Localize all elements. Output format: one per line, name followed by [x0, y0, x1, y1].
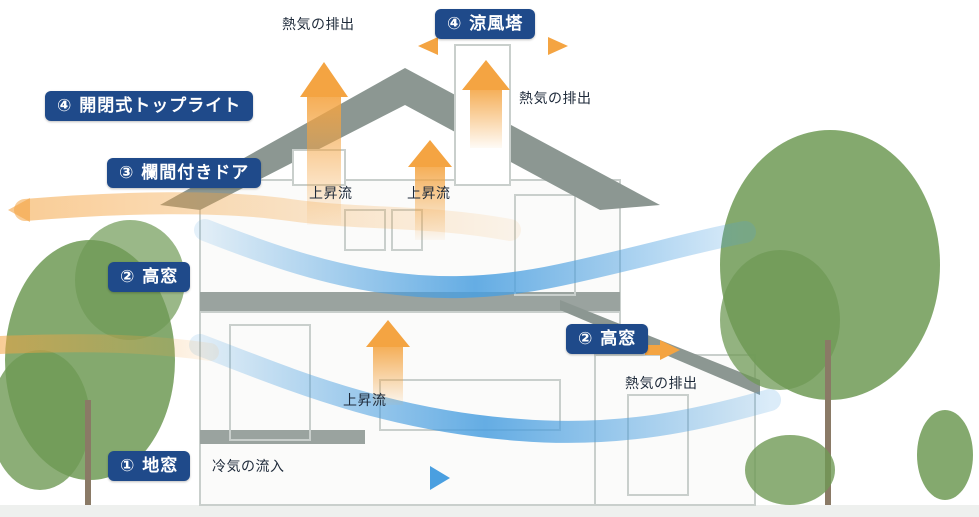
badge-transom-door: ③ 欄間付きドア — [107, 158, 262, 188]
heat-exhaust-label-right: 熱気の排出 — [625, 376, 698, 392]
high-window-right-arrow-tail — [645, 345, 661, 355]
badge-ground-window: ① 地窓 — [108, 451, 191, 481]
badge-high-window-right: ② 高窓 — [566, 324, 649, 354]
tower-left-arrow — [418, 37, 438, 55]
badge-high-window-left: ② 高窓 — [108, 262, 191, 292]
heat-exhaust-label-tower: 熱気の排出 — [519, 91, 592, 107]
updraft-label-lower: 上昇流 — [343, 393, 387, 409]
cool-air-inflow-label: 冷気の流入 — [212, 459, 285, 475]
cool-air-arrowhead — [430, 466, 450, 490]
heat-exhaust-label-top: 熱気の排出 — [282, 17, 355, 33]
high-window-right-arrow — [660, 340, 680, 360]
updraft-label-left: 上昇流 — [309, 186, 353, 202]
badge-openable-toplight: ④ 開閉式トップライト — [45, 91, 254, 121]
ground — [0, 505, 979, 517]
updraft-label-right: 上昇流 — [407, 186, 451, 202]
badge-cooling-tower: ④ 涼風塔 — [435, 9, 536, 39]
tower-right-arrow — [548, 37, 568, 55]
warm-air-left-arrowhead — [8, 198, 30, 222]
cool-airflows — [189, 219, 781, 487]
tree-right — [720, 130, 973, 505]
updraft-arrows — [300, 60, 510, 405]
